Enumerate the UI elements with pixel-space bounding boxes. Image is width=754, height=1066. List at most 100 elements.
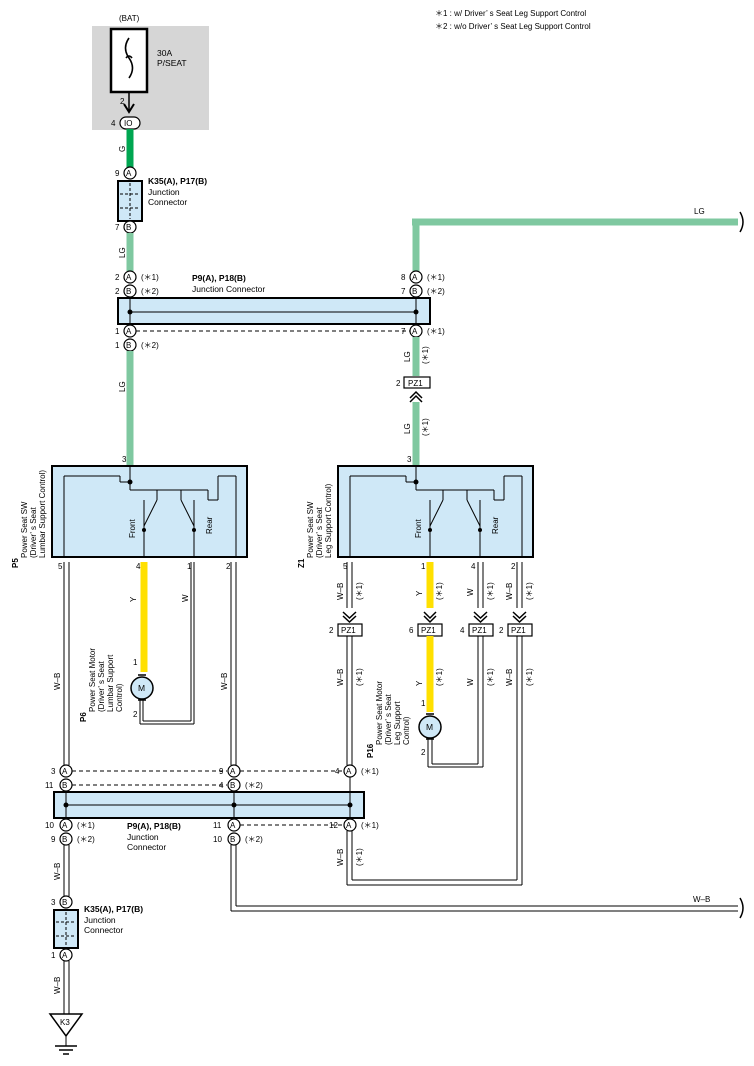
svg-text:(＊1): (＊1) bbox=[421, 346, 430, 364]
svg-text:P9(A), P18(B): P9(A), P18(B) bbox=[127, 821, 181, 831]
svg-text:3: 3 bbox=[407, 455, 412, 464]
svg-text:Rear: Rear bbox=[205, 516, 214, 534]
svg-text:7: 7 bbox=[401, 327, 406, 336]
svg-text:2: 2 bbox=[120, 97, 125, 106]
svg-text:A: A bbox=[62, 951, 68, 960]
svg-text:Junction: Junction bbox=[148, 187, 180, 197]
svg-text:2: 2 bbox=[421, 748, 426, 757]
svg-text:(＊1): (＊1) bbox=[421, 418, 430, 436]
svg-text:4: 4 bbox=[136, 562, 141, 571]
svg-text:G: G bbox=[118, 146, 127, 152]
motor-icon bbox=[418, 715, 442, 739]
svg-text:4: 4 bbox=[219, 781, 224, 790]
note-2: ＊2 : w/o Driver’ s Seat Leg Support Cont… bbox=[435, 22, 591, 31]
svg-text:PZ1: PZ1 bbox=[472, 626, 487, 635]
fuse-block: (BAT) 30A P/SEAT 2 IO 4 bbox=[92, 14, 209, 130]
svg-text:B: B bbox=[412, 287, 417, 296]
svg-text:A: A bbox=[230, 767, 236, 776]
svg-text:1: 1 bbox=[421, 699, 426, 708]
svg-text:PZ1: PZ1 bbox=[421, 626, 436, 635]
svg-text:1: 1 bbox=[187, 562, 192, 571]
svg-text:(＊1): (＊1) bbox=[355, 668, 364, 686]
svg-text:B: B bbox=[62, 835, 67, 844]
svg-text:(＊1): (＊1) bbox=[435, 582, 444, 600]
svg-text:10: 10 bbox=[45, 821, 54, 830]
svg-text:(＊2): (＊2) bbox=[141, 287, 159, 296]
svg-text:B: B bbox=[126, 223, 131, 232]
svg-text:9: 9 bbox=[115, 169, 120, 178]
svg-text:B: B bbox=[230, 781, 235, 790]
z1-pz1-connectors: W–B (＊1) Y (＊1) W (＊1) W–B (＊1) PZ1 2 PZ… bbox=[329, 562, 534, 637]
svg-text:4: 4 bbox=[460, 626, 465, 635]
svg-text:W–B: W–B bbox=[53, 673, 62, 690]
svg-text:PZ1: PZ1 bbox=[511, 626, 526, 635]
svg-text:11: 11 bbox=[45, 781, 54, 790]
svg-text:W–B: W–B bbox=[336, 583, 345, 600]
svg-text:Connector: Connector bbox=[148, 197, 187, 207]
svg-text:B: B bbox=[126, 287, 131, 296]
p9-top-connector: A 2 (＊1) B 2 (＊2) A 8 (＊1) B 7 (＊2) P9(A), P… bbox=[115, 270, 445, 352]
svg-text:W: W bbox=[466, 588, 475, 596]
svg-text:(＊2): (＊2) bbox=[77, 835, 95, 844]
svg-text:2: 2 bbox=[396, 379, 401, 388]
svg-text:(Driver’ s Seat: (Driver’ s Seat bbox=[29, 507, 38, 558]
svg-text:W–B: W–B bbox=[220, 673, 229, 690]
svg-text:Connector: Connector bbox=[127, 842, 166, 852]
svg-text:W–B: W–B bbox=[693, 895, 710, 904]
svg-text:(Driver’ s Seat: (Driver’ s Seat bbox=[97, 661, 106, 712]
svg-text:Leg Support: Leg Support bbox=[393, 701, 402, 745]
svg-text:Y: Y bbox=[415, 680, 424, 686]
svg-text:(＊1): (＊1) bbox=[435, 668, 444, 686]
svg-text:Control): Control) bbox=[115, 683, 124, 712]
svg-text:(＊1): (＊1) bbox=[141, 273, 159, 282]
svg-text:(＊1): (＊1) bbox=[427, 327, 445, 336]
svg-text:A: A bbox=[346, 767, 352, 776]
svg-text:W–B: W–B bbox=[505, 583, 514, 600]
svg-text:Junction: Junction bbox=[127, 832, 159, 842]
svg-text:(＊2): (＊2) bbox=[141, 341, 159, 350]
svg-text:1: 1 bbox=[115, 341, 120, 350]
svg-text:Power Seat SW: Power Seat SW bbox=[20, 501, 29, 558]
svg-text:(＊1): (＊1) bbox=[486, 582, 495, 600]
svg-text:7: 7 bbox=[115, 223, 120, 232]
svg-text:Junction Connector: Junction Connector bbox=[192, 284, 265, 294]
svg-text:B: B bbox=[126, 341, 131, 350]
svg-text:A: A bbox=[126, 273, 132, 282]
svg-text:(＊1): (＊1) bbox=[77, 821, 95, 830]
svg-text:P9(A), P18(B): P9(A), P18(B) bbox=[192, 273, 246, 283]
svg-text:12: 12 bbox=[329, 821, 338, 830]
svg-text:Lumbar Support Control): Lumbar Support Control) bbox=[38, 470, 47, 558]
svg-text:(＊1): (＊1) bbox=[361, 767, 379, 776]
svg-text:7: 7 bbox=[401, 287, 406, 296]
svg-text:A: A bbox=[346, 821, 352, 830]
svg-text:(＊1): (＊1) bbox=[361, 821, 379, 830]
svg-text:2: 2 bbox=[226, 562, 231, 571]
svg-text:Power Seat SW: Power Seat SW bbox=[306, 501, 315, 558]
svg-text:A: A bbox=[126, 327, 132, 336]
svg-text:W–B: W–B bbox=[336, 849, 345, 866]
svg-text:Rear: Rear bbox=[491, 516, 500, 534]
svg-text:IO: IO bbox=[124, 119, 132, 128]
svg-text:Power Seat Motor: Power Seat Motor bbox=[88, 648, 97, 712]
svg-text:8: 8 bbox=[401, 273, 406, 282]
svg-text:3: 3 bbox=[51, 767, 56, 776]
svg-text:2: 2 bbox=[115, 287, 120, 296]
k35-bottom-connector: B 3 A 1 K35(A), P17(B) Junction Connecto… bbox=[51, 895, 143, 962]
svg-text:B: B bbox=[62, 898, 67, 907]
svg-text:2: 2 bbox=[115, 273, 120, 282]
svg-text:Front: Front bbox=[128, 519, 137, 538]
svg-text:2: 2 bbox=[329, 626, 334, 635]
svg-text:Power Seat Motor: Power Seat Motor bbox=[375, 681, 384, 745]
svg-text:W–B: W–B bbox=[505, 669, 514, 686]
svg-text:9: 9 bbox=[51, 835, 56, 844]
svg-text:5: 5 bbox=[343, 562, 348, 571]
svg-text:(＊1): (＊1) bbox=[427, 273, 445, 282]
fuse-name: P/SEAT bbox=[157, 58, 187, 68]
svg-text:LG: LG bbox=[118, 381, 127, 392]
motor-icon bbox=[130, 676, 154, 700]
svg-text:5: 5 bbox=[58, 562, 63, 571]
svg-text:(＊1): (＊1) bbox=[525, 668, 534, 686]
svg-text:2: 2 bbox=[499, 626, 504, 635]
svg-text:1: 1 bbox=[51, 951, 56, 960]
